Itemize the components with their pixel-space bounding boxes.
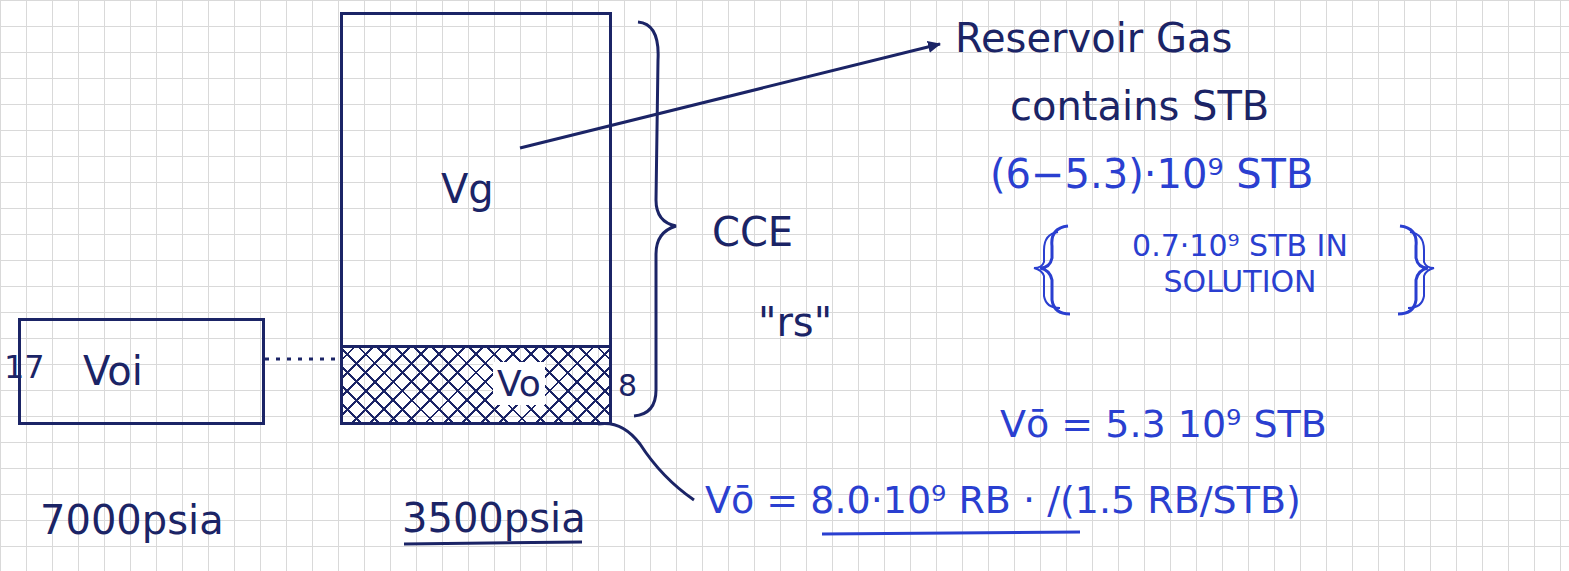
double-brace [1408, 232, 1434, 308]
note-text: (6−5.3)·10⁹ STB [990, 150, 1313, 198]
equation-text: Vō = 8.0·10⁹ RB · /(1.5 RB/STB) [705, 478, 1301, 524]
volume-symbol: Vg [441, 165, 494, 213]
volume-box: Voi [18, 318, 265, 425]
note-text: Reservoir Gas [955, 14, 1232, 62]
leader-curve [598, 423, 694, 500]
dimension-number: 17 [4, 348, 45, 386]
pressure-label: 3500psia [402, 494, 586, 542]
dimension-number: 8 [618, 368, 637, 404]
dotted-connector [265, 358, 343, 361]
pointer-arrow [520, 44, 940, 148]
volume-symbol: Voi [83, 347, 143, 395]
volume-symbol: Vo [493, 362, 545, 405]
hatched-region: Vo [343, 345, 609, 422]
volume-label: CCE [712, 208, 793, 256]
note-text: 0.7·10⁹ STB IN SOLUTION [1080, 228, 1400, 300]
underline [822, 532, 1080, 534]
pressure-label: 7000psia [40, 496, 224, 544]
volume-box: VgVo [340, 12, 612, 425]
underline [404, 542, 582, 544]
curly-bracket [634, 22, 676, 416]
note-text: contains STB [1010, 82, 1269, 130]
double-brace [1034, 232, 1060, 308]
symbol-label: "rs" [758, 298, 832, 346]
equation-text: Vō = 5.3 10⁹ STB [1000, 402, 1327, 448]
